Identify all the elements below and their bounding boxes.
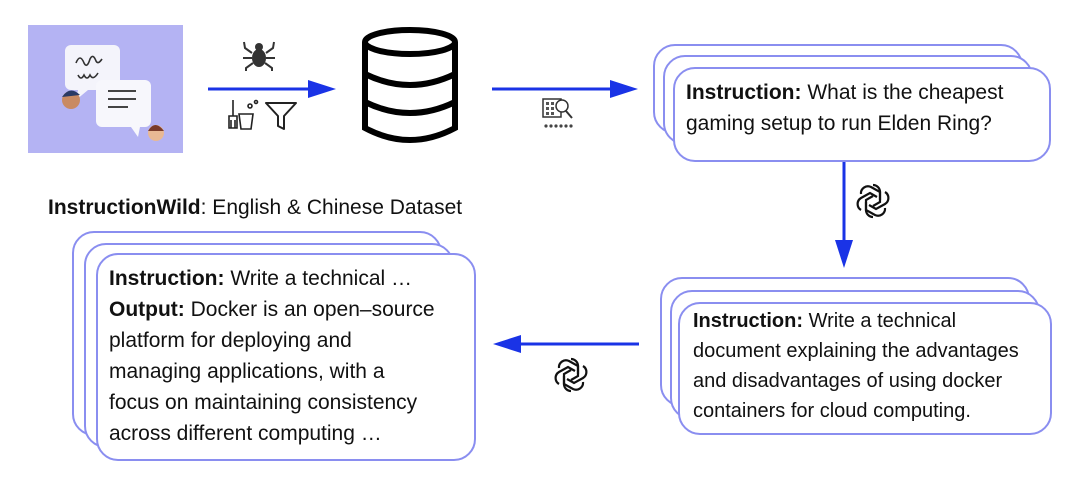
- dataset-title: InstructionWild: English & Chinese Datas…: [48, 196, 463, 219]
- spider-icon: [241, 38, 277, 77]
- card-front: [678, 302, 1052, 435]
- arrow-crawl-to-db: [206, 78, 338, 105]
- card2-text: Instruction: Write a technical document …: [693, 310, 1019, 422]
- card-front: [673, 67, 1051, 162]
- instruction-card-stack-2: Instruction: Write a technical document …: [660, 277, 1055, 442]
- card3-text: Instruction: Write a technical … Output:…: [109, 267, 435, 445]
- card1-text: Instruction: What is the cheapest gaming…: [686, 81, 1004, 135]
- data-search-icon: [540, 96, 576, 137]
- instruction-label: Instruction:: [693, 310, 803, 332]
- dataset-card-stack: Instruction: Write a technical … Output:…: [72, 231, 477, 466]
- openai-icon: [856, 182, 890, 225]
- output-label: Output:: [109, 298, 185, 321]
- arrow-instruction-to-generated: [832, 160, 856, 275]
- card-front: [96, 253, 476, 461]
- instruction-card-stack-1: Instruction: What is the cheapest gaming…: [653, 44, 1053, 164]
- openai-icon: [554, 356, 588, 399]
- database-icon: [358, 26, 462, 151]
- instruction-label: Instruction:: [109, 267, 225, 290]
- broom-bucket-icon: [226, 98, 260, 137]
- arrow-generated-to-dataset: [493, 333, 641, 360]
- instruction-label: Instruction:: [686, 81, 802, 104]
- arrow-db-to-instructions: [490, 78, 640, 105]
- filter-icon: [264, 100, 298, 137]
- chat-illustration: [28, 25, 183, 153]
